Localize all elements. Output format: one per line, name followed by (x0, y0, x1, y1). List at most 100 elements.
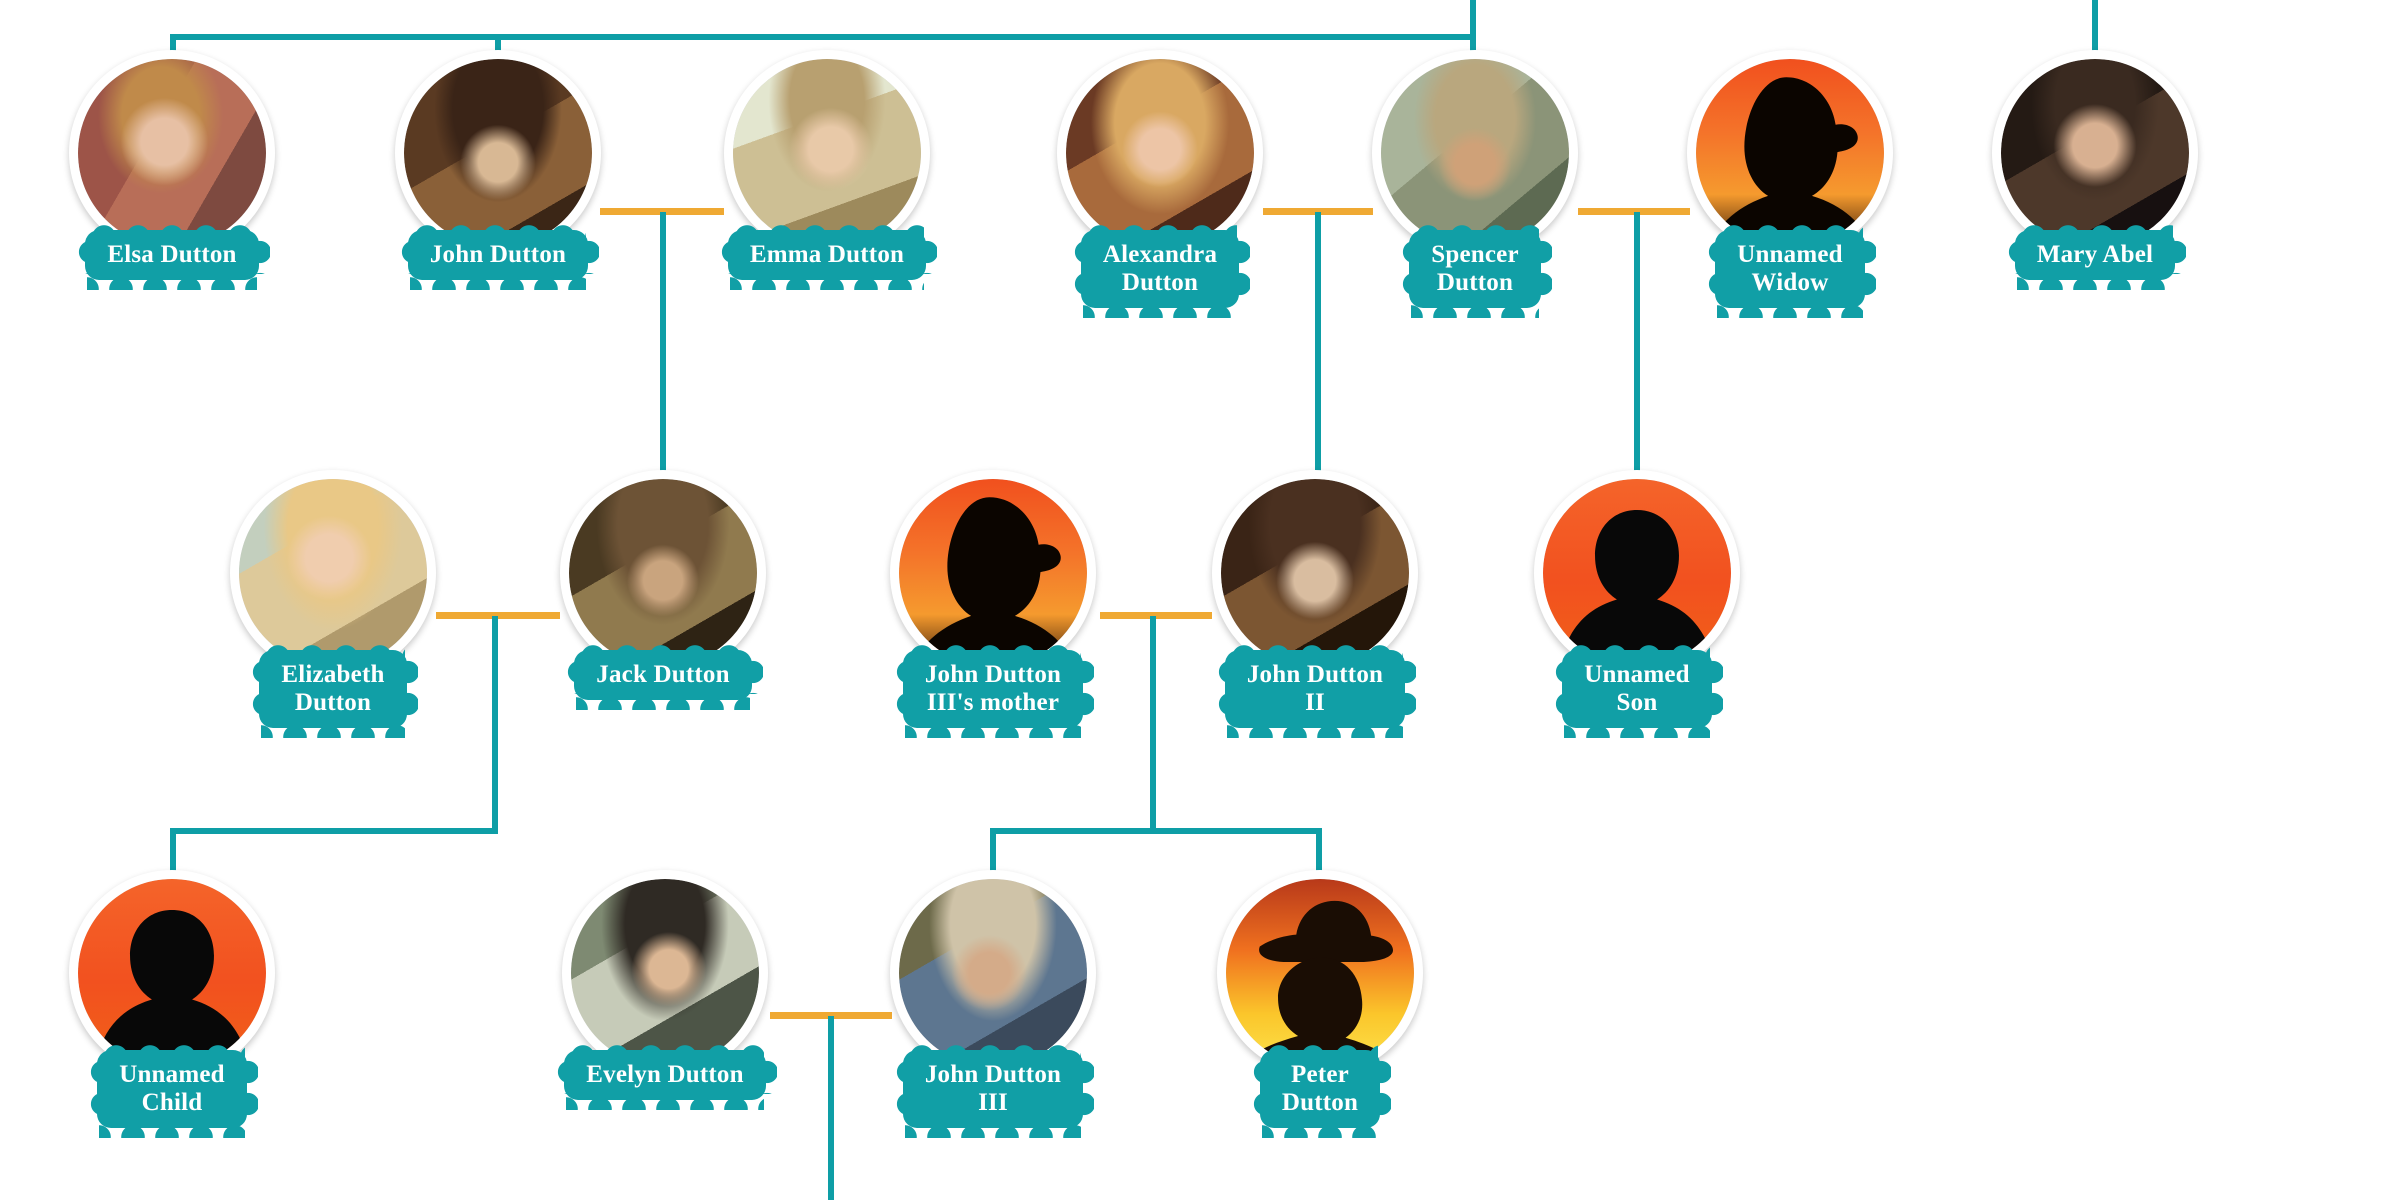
person-node-son[interactable]: Unnamed Son (1534, 470, 1740, 738)
label-scallop-right (1525, 236, 1552, 302)
connector-top-horizontal-bar (170, 34, 1476, 40)
label-scallop-right (243, 236, 270, 274)
person-node-alex[interactable]: Alexandra Dutton (1057, 50, 1263, 318)
name-label-text-evelyn: Evelyn Dutton (553, 1040, 777, 1110)
name-label-text-son: Unnamed Son (1551, 640, 1723, 738)
connector-riser-mary-abel (2092, 0, 2098, 66)
portrait-photo-jd2 (1221, 479, 1409, 667)
portrait-photo-eliz (239, 479, 427, 667)
label-scallop-right (573, 236, 600, 274)
portrait-frame-son[interactable] (1534, 470, 1740, 676)
label-scallop-left (248, 656, 275, 722)
label-scallop-right (911, 236, 938, 274)
name-label-alex: Alexandra Dutton (1057, 220, 1263, 318)
person-node-evelyn[interactable]: Evelyn Dutton (553, 870, 777, 1110)
name-label-child: Unnamed Child (69, 1040, 275, 1138)
portrait-photo-alex (1066, 59, 1254, 247)
connector-drop-peter-dutton (1316, 828, 1322, 876)
person-node-peter[interactable]: Peter Dutton (1217, 870, 1423, 1138)
name-label-jack: Jack Dutton (560, 640, 766, 710)
portrait-jd3mom (899, 479, 1087, 667)
name-label-jd3mom: John Dutton III's mother (890, 640, 1096, 738)
label-scallop-left (1213, 656, 1240, 722)
label-scallop-right (1068, 1056, 1095, 1122)
name-label-jd2: John Dutton II (1212, 640, 1418, 738)
portrait-jd3 (899, 879, 1087, 1067)
person-node-elsa[interactable]: Elsa Dutton (69, 50, 275, 290)
name-label-mary: Mary Abel (1992, 220, 2198, 290)
connector-bar-children-jd3-peter (990, 828, 1322, 834)
label-scallop-left (891, 656, 918, 722)
name-label-evelyn: Evelyn Dutton (553, 1040, 777, 1110)
name-label-text-jack: Jack Dutton (563, 640, 763, 710)
descent-line-to-unnamed-son (1634, 212, 1640, 472)
portrait-spencer (1381, 59, 1569, 247)
name-label-text-elsa: Elsa Dutton (74, 220, 270, 290)
label-scallop-left (1069, 236, 1096, 302)
spouse-link-alexandra-spencer (1263, 208, 1373, 215)
label-scallop-right (391, 656, 418, 722)
person-node-eliz[interactable]: Elizabeth Dutton (230, 470, 436, 738)
name-label-eliz: Elizabeth Dutton (230, 640, 436, 738)
name-label-john1: John Dutton (395, 220, 601, 290)
connector-bar-to-unnamed-child (170, 828, 498, 834)
descent-line-to-john-dutton-ii (1315, 212, 1321, 472)
name-label-emma: Emma Dutton (716, 220, 938, 290)
label-scallop-right (1068, 656, 1095, 722)
person-node-jd3[interactable]: John Dutton III (890, 870, 1096, 1138)
label-scallop-right (736, 656, 763, 694)
portrait-photo-john1 (404, 59, 592, 247)
portrait-john1 (404, 59, 592, 247)
portrait-photo-emma (733, 59, 921, 247)
name-label-text-emma: Emma Dutton (716, 220, 938, 290)
descent-line-evelyn-jd3 (828, 1016, 834, 1200)
connector-riser-spencer-ancestor (1470, 0, 1476, 38)
name-label-jd3: John Dutton III (890, 1040, 1096, 1138)
portrait-frame-spencer[interactable] (1372, 50, 1578, 256)
portrait-frame-jd3[interactable] (890, 870, 1096, 1076)
label-scallop-left (891, 1056, 918, 1122)
connector-drop-john-dutton-iii (990, 828, 996, 876)
person-node-jd2[interactable]: John Dutton II (1212, 470, 1418, 738)
person-node-mary[interactable]: Mary Abel (1992, 50, 2198, 290)
silhouette-icon (1226, 879, 1414, 1067)
label-scallop-right (1224, 236, 1251, 302)
spouse-link-jd3mother-jd2 (1100, 612, 1212, 619)
label-scallop-left (2003, 236, 2030, 274)
label-scallop-left (1704, 236, 1731, 302)
portrait-photo-elsa (78, 59, 266, 247)
portrait-alex (1066, 59, 1254, 247)
name-label-elsa: Elsa Dutton (69, 220, 275, 290)
name-label-text-peter: Peter Dutton (1248, 1040, 1392, 1138)
name-label-text-widow: Unnamed Widow (1704, 220, 1876, 318)
portrait-jack (569, 479, 757, 667)
person-node-child[interactable]: Unnamed Child (69, 870, 275, 1138)
portrait-photo-evelyn (571, 879, 759, 1067)
portrait-eliz (239, 479, 427, 667)
label-scallop-right (1390, 656, 1417, 722)
person-node-emma[interactable]: Emma Dutton (716, 50, 938, 290)
name-label-text-alex: Alexandra Dutton (1069, 220, 1251, 318)
name-label-widow: Unnamed Widow (1687, 220, 1893, 318)
descent-line-jd3mother-jd2 (1150, 616, 1156, 831)
label-scallop-right (231, 1056, 258, 1122)
spouse-link-spencer-widow (1578, 208, 1690, 215)
label-scallop-right (750, 1056, 777, 1094)
person-node-john1[interactable]: John Dutton (395, 50, 601, 290)
person-node-spencer[interactable]: Spencer Dutton (1372, 50, 1578, 318)
name-label-text-jd3: John Dutton III (891, 1040, 1095, 1138)
person-node-jd3mom[interactable]: John Dutton III's mother (890, 470, 1096, 738)
name-label-peter: Peter Dutton (1217, 1040, 1423, 1138)
label-scallop-left (553, 1056, 580, 1094)
name-label-son: Unnamed Son (1534, 640, 1740, 738)
silhouette-icon (1696, 59, 1884, 247)
person-node-jack[interactable]: Jack Dutton (560, 470, 766, 710)
portrait-photo-jack (569, 479, 757, 667)
portrait-photo-spencer (1381, 59, 1569, 247)
person-node-widow[interactable]: Unnamed Widow (1687, 50, 1893, 318)
portrait-photo-mary (2001, 59, 2189, 247)
label-scallop-left (396, 236, 423, 274)
spouse-link-john-emma (600, 208, 724, 215)
label-scallop-right (2160, 236, 2187, 274)
